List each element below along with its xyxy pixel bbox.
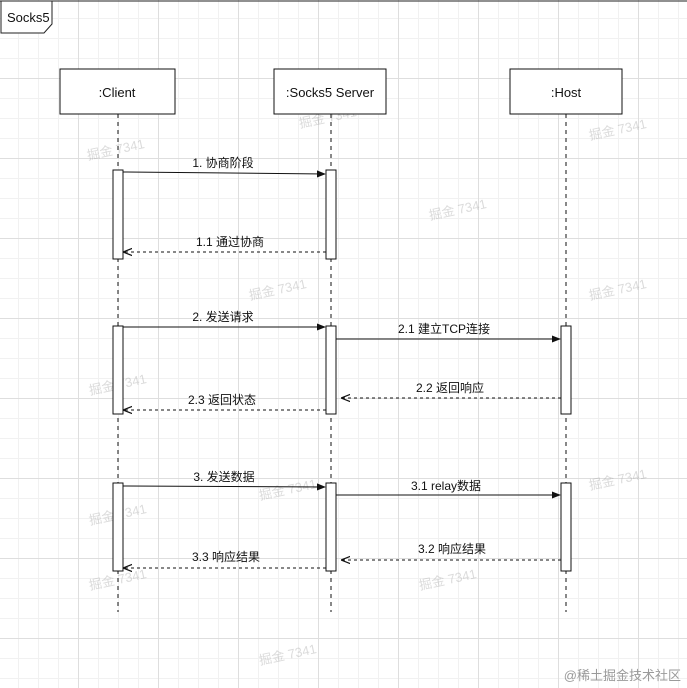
participant-server: :Socks5 Server xyxy=(273,68,387,115)
svg-text:掘金 7341: 掘金 7341 xyxy=(428,196,488,223)
source-credit: @稀土掘金技术社区 xyxy=(564,668,681,683)
message-label-2-2: 2.2 返回响应 xyxy=(416,380,484,395)
participant-client-label: :Client xyxy=(99,85,136,100)
activation-client-1 xyxy=(112,169,124,260)
activation-server-3 xyxy=(325,482,337,572)
svg-text:掘金 7341: 掘金 7341 xyxy=(588,276,648,303)
message-label-1-1: 1.1 通过协商 xyxy=(196,234,264,249)
message-label-2: 2. 发送请求 xyxy=(192,309,253,324)
message-arrow-3 xyxy=(122,483,326,491)
participant-host-label: :Host xyxy=(551,85,582,100)
message-label-3-3: 3.3 响应结果 xyxy=(192,549,260,564)
participant-server-label: :Socks5 Server xyxy=(286,85,375,100)
activation-client-2 xyxy=(112,325,124,415)
activation-host-2 xyxy=(560,325,572,415)
message-label-3-2: 3.2 响应结果 xyxy=(418,541,486,556)
activation-server-1 xyxy=(325,169,337,260)
activation-host-3 xyxy=(560,482,572,572)
frame-label: Socks5 xyxy=(7,10,50,25)
activation-server-2 xyxy=(325,325,337,415)
svg-text:掘金 7341: 掘金 7341 xyxy=(588,466,648,493)
participant-host: :Host xyxy=(509,68,623,115)
svg-text:掘金 7341: 掘金 7341 xyxy=(248,276,308,303)
svg-text:掘金 7341: 掘金 7341 xyxy=(258,476,318,503)
message-label-2-3: 2.3 返回状态 xyxy=(188,393,256,407)
svg-text:掘金 7341: 掘金 7341 xyxy=(86,136,146,163)
svg-text:掘金 7341: 掘金 7341 xyxy=(588,116,648,143)
message-arrow-1 xyxy=(122,170,326,178)
svg-text:掘金 7341: 掘金 7341 xyxy=(258,641,318,668)
activation-client-3 xyxy=(112,482,124,572)
participant-client: :Client xyxy=(59,68,176,115)
svg-text:掘金 7341: 掘金 7341 xyxy=(418,566,478,593)
message-label-2-1: 2.1 建立TCP连接 xyxy=(398,321,490,336)
message-label-3-1: 3.1 relay数据 xyxy=(411,478,481,493)
message-label-1: 1. 协商阶段 xyxy=(192,155,253,170)
message-label-3: 3. 发送数据 xyxy=(193,469,254,484)
frame-label-tab: Socks5 xyxy=(0,0,53,34)
